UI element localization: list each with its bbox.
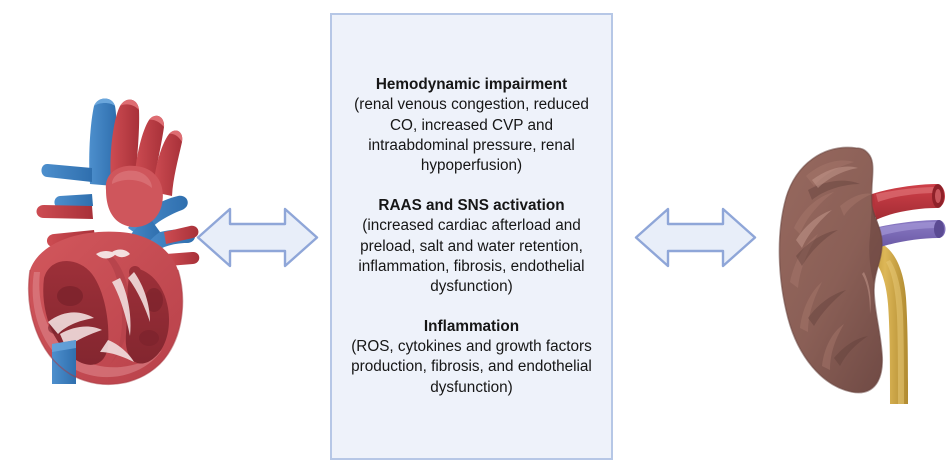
center-mechanisms-box: Hemodynamic impairment (renal venous con… [330,13,613,460]
mechanism-body: (renal venous congestion, reduced CO, in… [354,96,589,174]
mechanism-title: RAAS and SNS activation [378,197,565,215]
mechanism-body: (ROS, cytokines and growth factors produ… [351,338,592,396]
kidney-illustration [778,132,950,408]
heart-illustration [8,72,200,386]
mechanism-block-inflammation: Inflammation (ROS, cytokines and growth … [342,317,601,398]
valve-leaflets [96,249,130,259]
mechanism-block-raas-sns: RAAS and SNS activation (increased cardi… [342,196,601,297]
mechanism-title: Inflammation [423,318,520,336]
superior-vena-cava [41,98,117,209]
bidirectional-arrow-left [196,206,319,269]
interventricular-septum [106,256,131,366]
kidney-body [779,147,883,393]
mechanism-title: Hemodynamic impairment [375,76,568,94]
mechanism-block-hemodynamic: Hemodynamic impairment (renal venous con… [342,75,601,176]
bidirectional-arrow-right [634,206,757,269]
mechanism-body: (increased cardiac afterload and preload… [358,217,585,295]
